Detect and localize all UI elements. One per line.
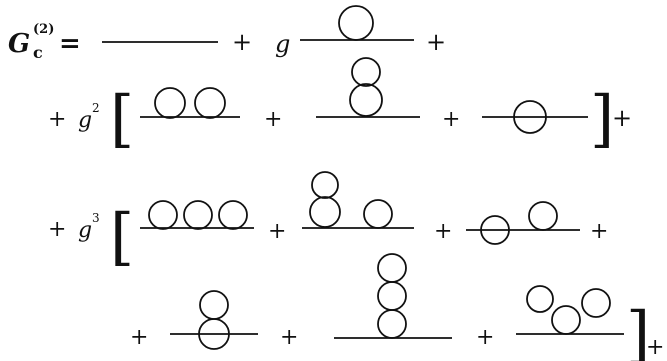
plus-sign: +	[590, 219, 608, 244]
diagram-sunset-loop-on-line	[482, 100, 588, 134]
lhs-symbol: G	[8, 29, 30, 59]
diagram-stacked-double-tadpole	[316, 57, 420, 118]
diagram-stacked-plus-tadpole	[302, 171, 414, 229]
close-bracket: ]	[590, 82, 614, 155]
plus-sign: +	[130, 325, 148, 350]
loop	[194, 87, 226, 119]
plus-sign: +	[646, 335, 664, 360]
diagram-tadpole-cluster	[516, 285, 624, 335]
plus-sign: +	[442, 107, 460, 132]
plus-sign: +	[232, 28, 252, 56]
loop	[513, 100, 547, 134]
diagram-single-tadpole	[300, 5, 414, 41]
loop	[311, 171, 339, 199]
plus-sign: +	[268, 219, 286, 244]
lhs-subscript: c	[33, 43, 43, 62]
plus-sign: +	[612, 104, 632, 132]
diagram-triple-stacked-tadpole	[334, 253, 452, 339]
plus-sign: +	[434, 219, 452, 244]
lhs-equals: =	[59, 29, 81, 59]
loop	[338, 5, 374, 41]
coupling-g: g	[78, 108, 92, 133]
open-bracket: [	[110, 82, 134, 155]
loop	[377, 253, 407, 283]
coupling-power: 2	[92, 101, 100, 115]
loop	[377, 309, 407, 339]
loop	[154, 87, 186, 119]
plus-sign: +	[426, 28, 446, 56]
lhs-superscript: (2)	[33, 22, 54, 37]
loop	[377, 281, 407, 311]
loop	[526, 285, 554, 313]
plus-sign: +	[48, 217, 66, 242]
diagram-sunset-with-tadpole	[466, 201, 580, 245]
loop	[309, 196, 341, 228]
loop	[480, 215, 510, 245]
loop	[349, 83, 383, 117]
loop	[199, 290, 229, 320]
diagram-figure-eight-on-line	[170, 290, 258, 350]
loop	[183, 200, 213, 230]
loop	[351, 57, 381, 87]
plus-sign: +	[264, 107, 282, 132]
diagram-two-adjacent-tadpoles	[140, 87, 240, 119]
loop	[551, 305, 581, 335]
coupling-power: 3	[92, 211, 100, 225]
plus-sign: +	[280, 325, 298, 350]
plus-sign: +	[48, 107, 66, 132]
plus-sign: +	[476, 325, 494, 350]
loop	[148, 200, 178, 230]
coupling-g: g	[275, 30, 290, 58]
lhs-green-function: G (2) c =	[8, 22, 81, 62]
coupling-g: g	[78, 218, 92, 243]
loop	[363, 199, 393, 229]
loop	[581, 288, 611, 318]
diagram-three-adjacent-tadpoles	[140, 200, 254, 230]
loop	[218, 200, 248, 230]
loop	[528, 201, 558, 231]
open-bracket: [	[110, 200, 134, 273]
close-bracket: ]	[626, 298, 650, 361]
